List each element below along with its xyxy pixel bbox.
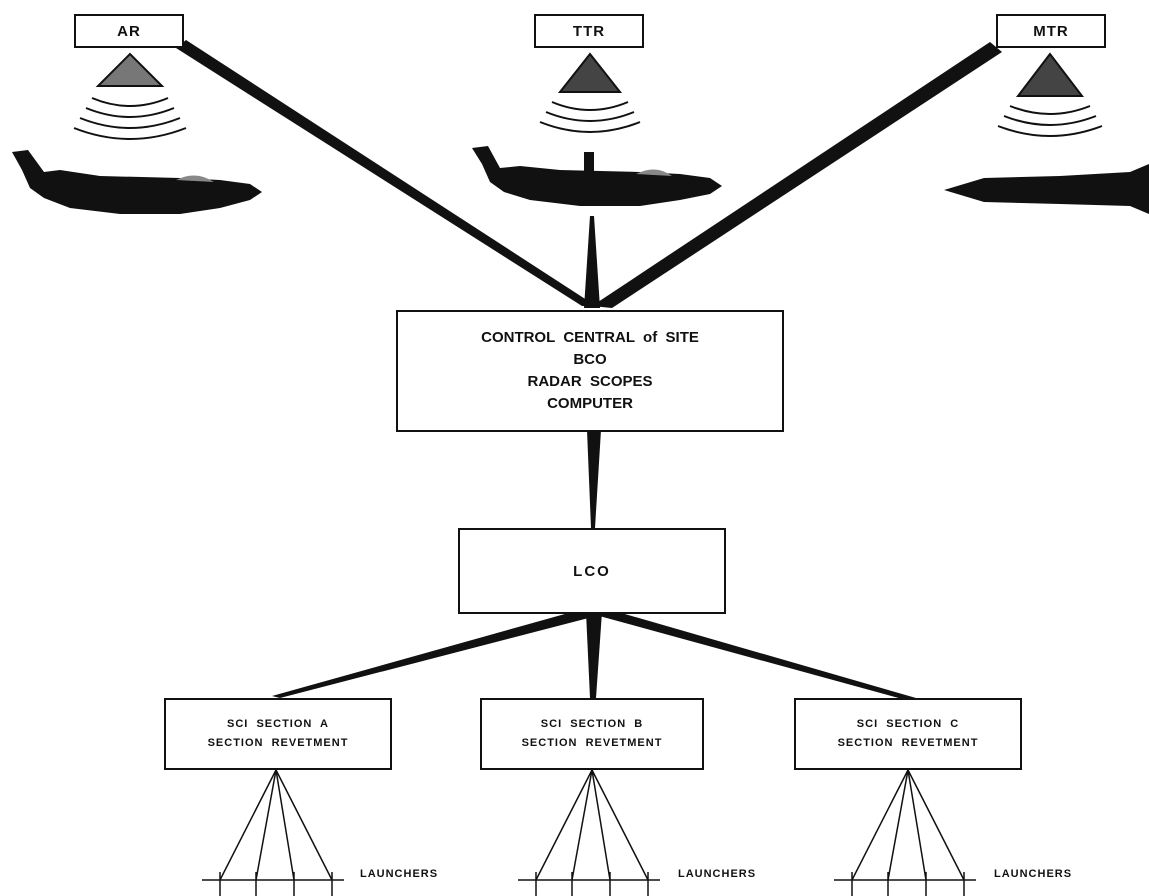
control-central-computer: COMPUTER (547, 395, 633, 412)
radar-ar-label: AR (117, 22, 141, 40)
radar-ttr-box: TTR (534, 14, 644, 48)
launchers-label-b: LAUNCHERS (678, 868, 757, 880)
control-central-box: CONTROL CENTRAL of SITE BCO RADAR SCOPES… (396, 310, 784, 432)
radar-mtr-beam (997, 52, 1103, 137)
lco-box: LCO (458, 528, 726, 614)
section-a-title: SCI SECTION A (227, 718, 329, 730)
link-ar-to-central (176, 40, 596, 306)
section-c-box: SCI SECTION C SECTION REVETMENT (794, 698, 1022, 770)
launchers-section-a (202, 769, 344, 896)
radar-ar-beam (73, 52, 187, 140)
link-central-to-lco (587, 430, 601, 528)
launchers-label-c: LAUNCHERS (994, 868, 1073, 880)
lco-label: LCO (573, 562, 611, 580)
missile-right-icon (944, 164, 1149, 214)
radar-ar-box: AR (74, 14, 184, 48)
control-central-radar-scopes: RADAR SCOPES (527, 373, 653, 390)
radar-ttr-beam (539, 52, 641, 133)
section-b-revetment: SECTION REVETMENT (521, 737, 663, 749)
radar-mtr-label: MTR (1033, 22, 1069, 40)
connection-wedges (176, 40, 1002, 700)
radar-mtr-box: MTR (996, 14, 1106, 48)
control-central-title: CONTROL CENTRAL of SITE (481, 329, 699, 346)
control-central-bco: BCO (573, 351, 607, 368)
link-lco-to-section-a (272, 612, 604, 698)
aircraft-center-icon (472, 146, 722, 206)
link-lco-to-section-c (592, 612, 916, 700)
section-c-revetment: SECTION REVETMENT (837, 737, 979, 749)
section-b-title: SCI SECTION B (540, 718, 644, 730)
launchers-section-c (834, 769, 976, 896)
section-c-title: SCI SECTION C (856, 718, 960, 730)
link-lco-to-section-b (586, 612, 602, 698)
section-a-revetment: SECTION REVETMENT (207, 737, 349, 749)
launchers-label-a: LAUNCHERS (360, 868, 439, 880)
link-mtr-to-central (592, 42, 1002, 308)
section-a-box: SCI SECTION A SECTION REVETMENT (164, 698, 392, 770)
section-b-box: SCI SECTION B SECTION REVETMENT (480, 698, 704, 770)
aircraft-left-icon (12, 150, 262, 214)
link-ttr-to-central (584, 216, 600, 308)
radar-ttr-label: TTR (572, 22, 606, 40)
launchers-section-b (518, 769, 660, 896)
